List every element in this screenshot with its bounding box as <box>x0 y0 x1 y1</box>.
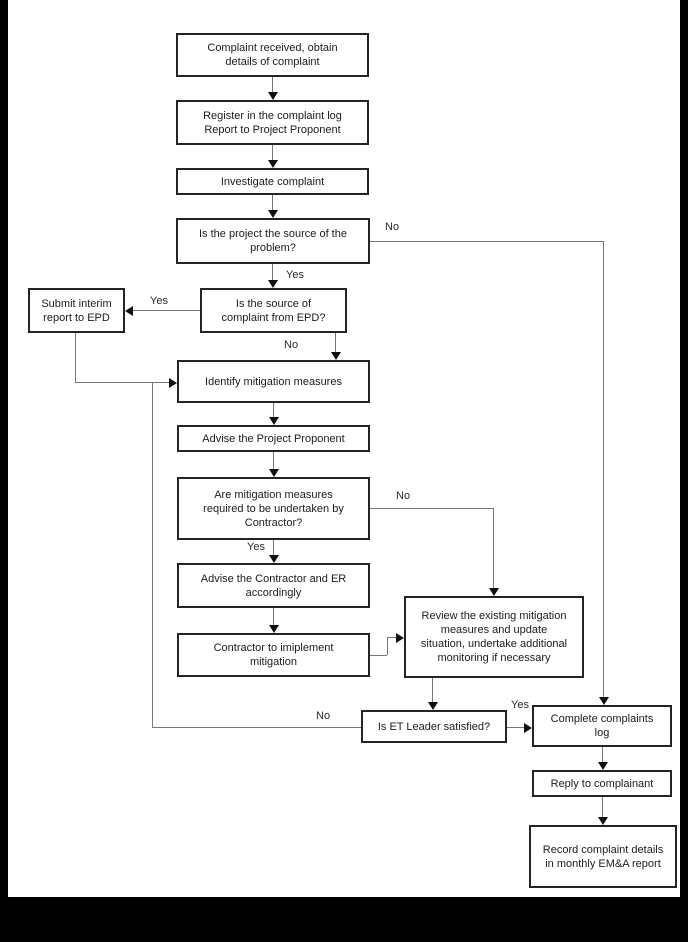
node-investigate: Investigate complaint <box>176 168 369 195</box>
connector-line <box>273 452 274 470</box>
node-contractor-implement: Contractor to imiplement mitigation <box>177 633 370 677</box>
node-label: Investigate complaint <box>220 175 325 188</box>
arrowhead-icon <box>428 702 438 710</box>
arrowhead-icon <box>268 92 278 100</box>
connector-line <box>152 727 361 728</box>
node-source-epd-decision: Is the source of complaint from EPD? <box>200 288 347 333</box>
arrowhead-icon <box>268 210 278 218</box>
connector-line <box>602 797 603 818</box>
connector-line <box>432 678 433 703</box>
connector-line <box>75 333 76 383</box>
node-label: Submit interim report to EPD <box>41 297 112 324</box>
connector-line <box>272 195 273 211</box>
connector-line <box>75 382 170 383</box>
connector-line <box>272 77 273 93</box>
connector-line <box>370 508 493 509</box>
arrowhead-icon <box>598 762 608 770</box>
connector-line <box>132 310 200 311</box>
arrowhead-icon <box>269 625 279 633</box>
node-label: Contractor to imiplement mitigation <box>213 642 334 668</box>
connector-line <box>370 241 603 242</box>
connector-line <box>493 508 494 589</box>
arrowhead-icon <box>169 378 177 388</box>
edge-label-yes: Yes <box>150 295 168 307</box>
arrowhead-icon <box>269 417 279 425</box>
node-complaint-received: Complaint received, obtain details of co… <box>176 33 369 77</box>
node-label: Is the source of complaint from EPD? <box>221 297 326 324</box>
node-project-source-decision: Is the project the source of the problem… <box>176 218 370 264</box>
arrowhead-icon <box>598 817 608 825</box>
arrowhead-icon <box>268 280 278 288</box>
connector-line <box>370 655 387 656</box>
node-label: Advise the Project Proponent <box>202 432 345 445</box>
arrowhead-icon <box>269 469 279 477</box>
edge-label-no: No <box>316 710 331 722</box>
node-et-leader-decision: Is ET Leader satisfied? <box>361 710 507 743</box>
node-review-existing-mitigation: Review the existing mitigation measures … <box>404 596 584 678</box>
node-label: Advise the Contractor and ER accordingly <box>200 572 347 599</box>
arrowhead-icon <box>125 306 133 316</box>
node-label: Review the existing mitigation measures … <box>420 610 568 664</box>
node-identify-mitigation: Identify mitigation measures <box>177 360 370 403</box>
arrowhead-icon <box>268 160 278 168</box>
arrowhead-icon <box>489 588 499 596</box>
node-label: Are mitigation measures required to be u… <box>203 488 344 529</box>
edge-label-yes: Yes <box>286 269 304 281</box>
connector-line <box>335 333 336 353</box>
edge-label-no: No <box>284 339 299 351</box>
edge-label-yes: Yes <box>247 541 265 553</box>
node-advise-proponent: Advise the Project Proponent <box>177 425 370 452</box>
node-reply-complainant: Reply to complainant <box>532 770 672 797</box>
connector-line <box>507 727 525 728</box>
connector-line <box>272 264 273 281</box>
node-label: Complete complaints log <box>550 713 654 739</box>
connector-line <box>273 608 274 626</box>
node-advise-contractor: Advise the Contractor and ER accordingly <box>177 563 370 608</box>
node-label: Is ET Leader satisfied? <box>377 720 491 733</box>
node-label: Is the project the source of the problem… <box>199 228 347 254</box>
node-submit-interim-report: Submit interim report to EPD <box>28 288 125 333</box>
connector-line <box>602 747 603 763</box>
node-record-details: Record complaint details in monthly EM&A… <box>529 825 677 888</box>
edge-label-no: No <box>396 490 411 502</box>
node-label: Complaint received, obtain details of co… <box>207 42 338 68</box>
arrowhead-icon <box>269 555 279 563</box>
node-register-log: Register in the complaint log Report to … <box>176 100 369 145</box>
arrowhead-icon <box>599 697 609 705</box>
connector-line <box>387 637 397 638</box>
node-label: Identify mitigation measures <box>205 375 342 388</box>
node-complete-log: Complete complaints log <box>532 705 672 747</box>
connector-line <box>152 382 153 727</box>
arrowhead-icon <box>331 352 341 360</box>
arrowhead-icon <box>524 723 532 733</box>
connector-line <box>273 403 274 418</box>
connector-line <box>273 540 274 556</box>
arrowhead-icon <box>396 633 404 643</box>
edge-label-yes: Yes <box>511 699 529 711</box>
node-label: Register in the complaint log Report to … <box>203 109 342 136</box>
connector-line <box>272 145 273 161</box>
node-mitigation-required-decision: Are mitigation measures required to be u… <box>177 477 370 540</box>
edge-label-no: No <box>385 221 400 233</box>
node-label: Reply to complainant <box>550 777 654 790</box>
connector-line <box>387 637 388 655</box>
node-label: Record complaint details in monthly EM&A… <box>542 843 664 870</box>
connector-line <box>603 241 604 698</box>
